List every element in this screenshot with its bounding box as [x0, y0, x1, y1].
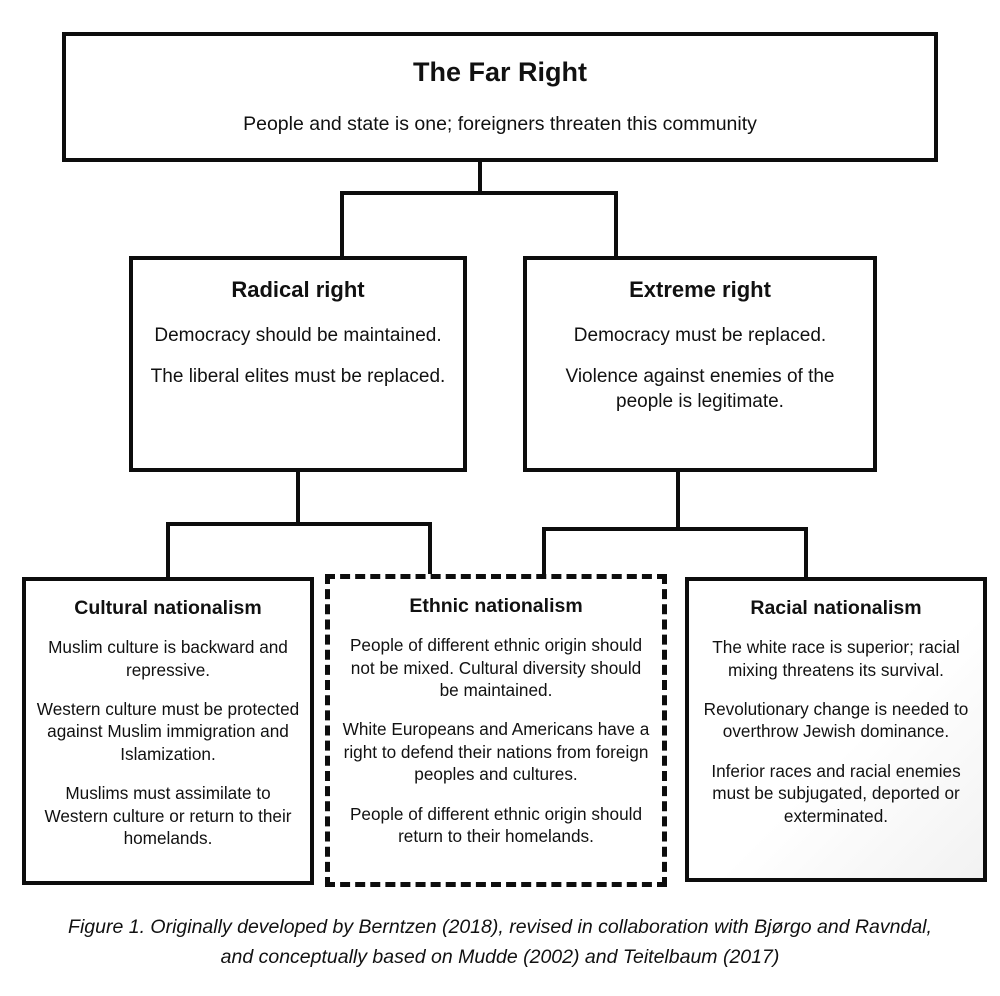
connector-farright-stem — [478, 162, 482, 194]
connector-to-racial-nationalism — [804, 527, 808, 578]
connector-to-cultural-nationalism — [166, 522, 170, 578]
node-extreme-right-paragraph-2: Violence against enemies of the people i… — [565, 366, 835, 412]
figure-caption: Figure 1. Originally developed by Berntz… — [68, 916, 932, 969]
node-ethnic-nationalism-paragraph-3: People of different ethnic origin should… — [349, 803, 643, 846]
connector-to-ethnic-nationalism-from-extreme — [542, 527, 546, 575]
node-ethnic-nationalism: Ethnic nationalism People of different e… — [325, 574, 667, 887]
node-cultural-nationalism-title: Cultural nationalism — [74, 597, 262, 619]
connector-radical-bar — [166, 522, 432, 526]
node-radical-right-paragraph-2: The liberal elites must be replaced. — [150, 366, 446, 388]
node-extreme-right-title: Extreme right — [629, 277, 771, 302]
node-racial-nationalism: Racial nationalism The white race is sup… — [685, 577, 987, 882]
node-ethnic-nationalism-paragraph-1: People of different ethnic origin should… — [349, 635, 643, 701]
node-racial-nationalism-title: Racial nationalism — [750, 597, 922, 619]
node-cultural-nationalism-paragraph-1: Muslim culture is backward and repressiv… — [48, 637, 288, 680]
connector-extreme-bar — [542, 527, 808, 531]
node-extreme-right: Extreme right Democracy must be replaced… — [523, 256, 877, 472]
connector-to-radical-right — [340, 191, 344, 257]
node-far-right-paragraph-1: People and state is one; foreigners thre… — [243, 113, 757, 136]
connector-extreme-stem — [676, 472, 680, 530]
node-radical-right-title: Radical right — [231, 277, 365, 302]
node-racial-nationalism-paragraph-1: The white race is superior; racial mixin… — [712, 637, 960, 680]
node-extreme-right-paragraph-1: Democracy must be replaced. — [573, 324, 827, 346]
node-ethnic-nationalism-title: Ethnic nationalism — [409, 595, 583, 617]
node-cultural-nationalism: Cultural nationalism Muslim culture is b… — [22, 577, 314, 885]
connector-radical-stem — [296, 472, 300, 525]
connector-to-extreme-right — [614, 191, 618, 257]
node-racial-nationalism-paragraph-2: Revolutionary change is needed to overth… — [703, 699, 969, 742]
node-far-right-title: The Far Right — [413, 57, 587, 88]
node-far-right: The Far Right People and state is one; f… — [62, 32, 938, 162]
node-ethnic-nationalism-paragraph-2: White Europeans and Americans have a rig… — [342, 719, 650, 785]
node-cultural-nationalism-paragraph-3: Muslims must assimilate to Western cultu… — [44, 783, 292, 848]
node-racial-nationalism-paragraph-3: Inferior races and racial enemies must b… — [711, 760, 961, 826]
node-radical-right-paragraph-1: Democracy should be maintained. — [154, 324, 442, 346]
node-radical-right: Radical right Democracy should be mainta… — [129, 256, 467, 472]
connector-to-ethnic-nationalism-from-radical — [428, 522, 432, 575]
node-cultural-nationalism-paragraph-2: Western culture must be protected agains… — [36, 699, 300, 764]
connector-farright-bar — [340, 191, 618, 195]
